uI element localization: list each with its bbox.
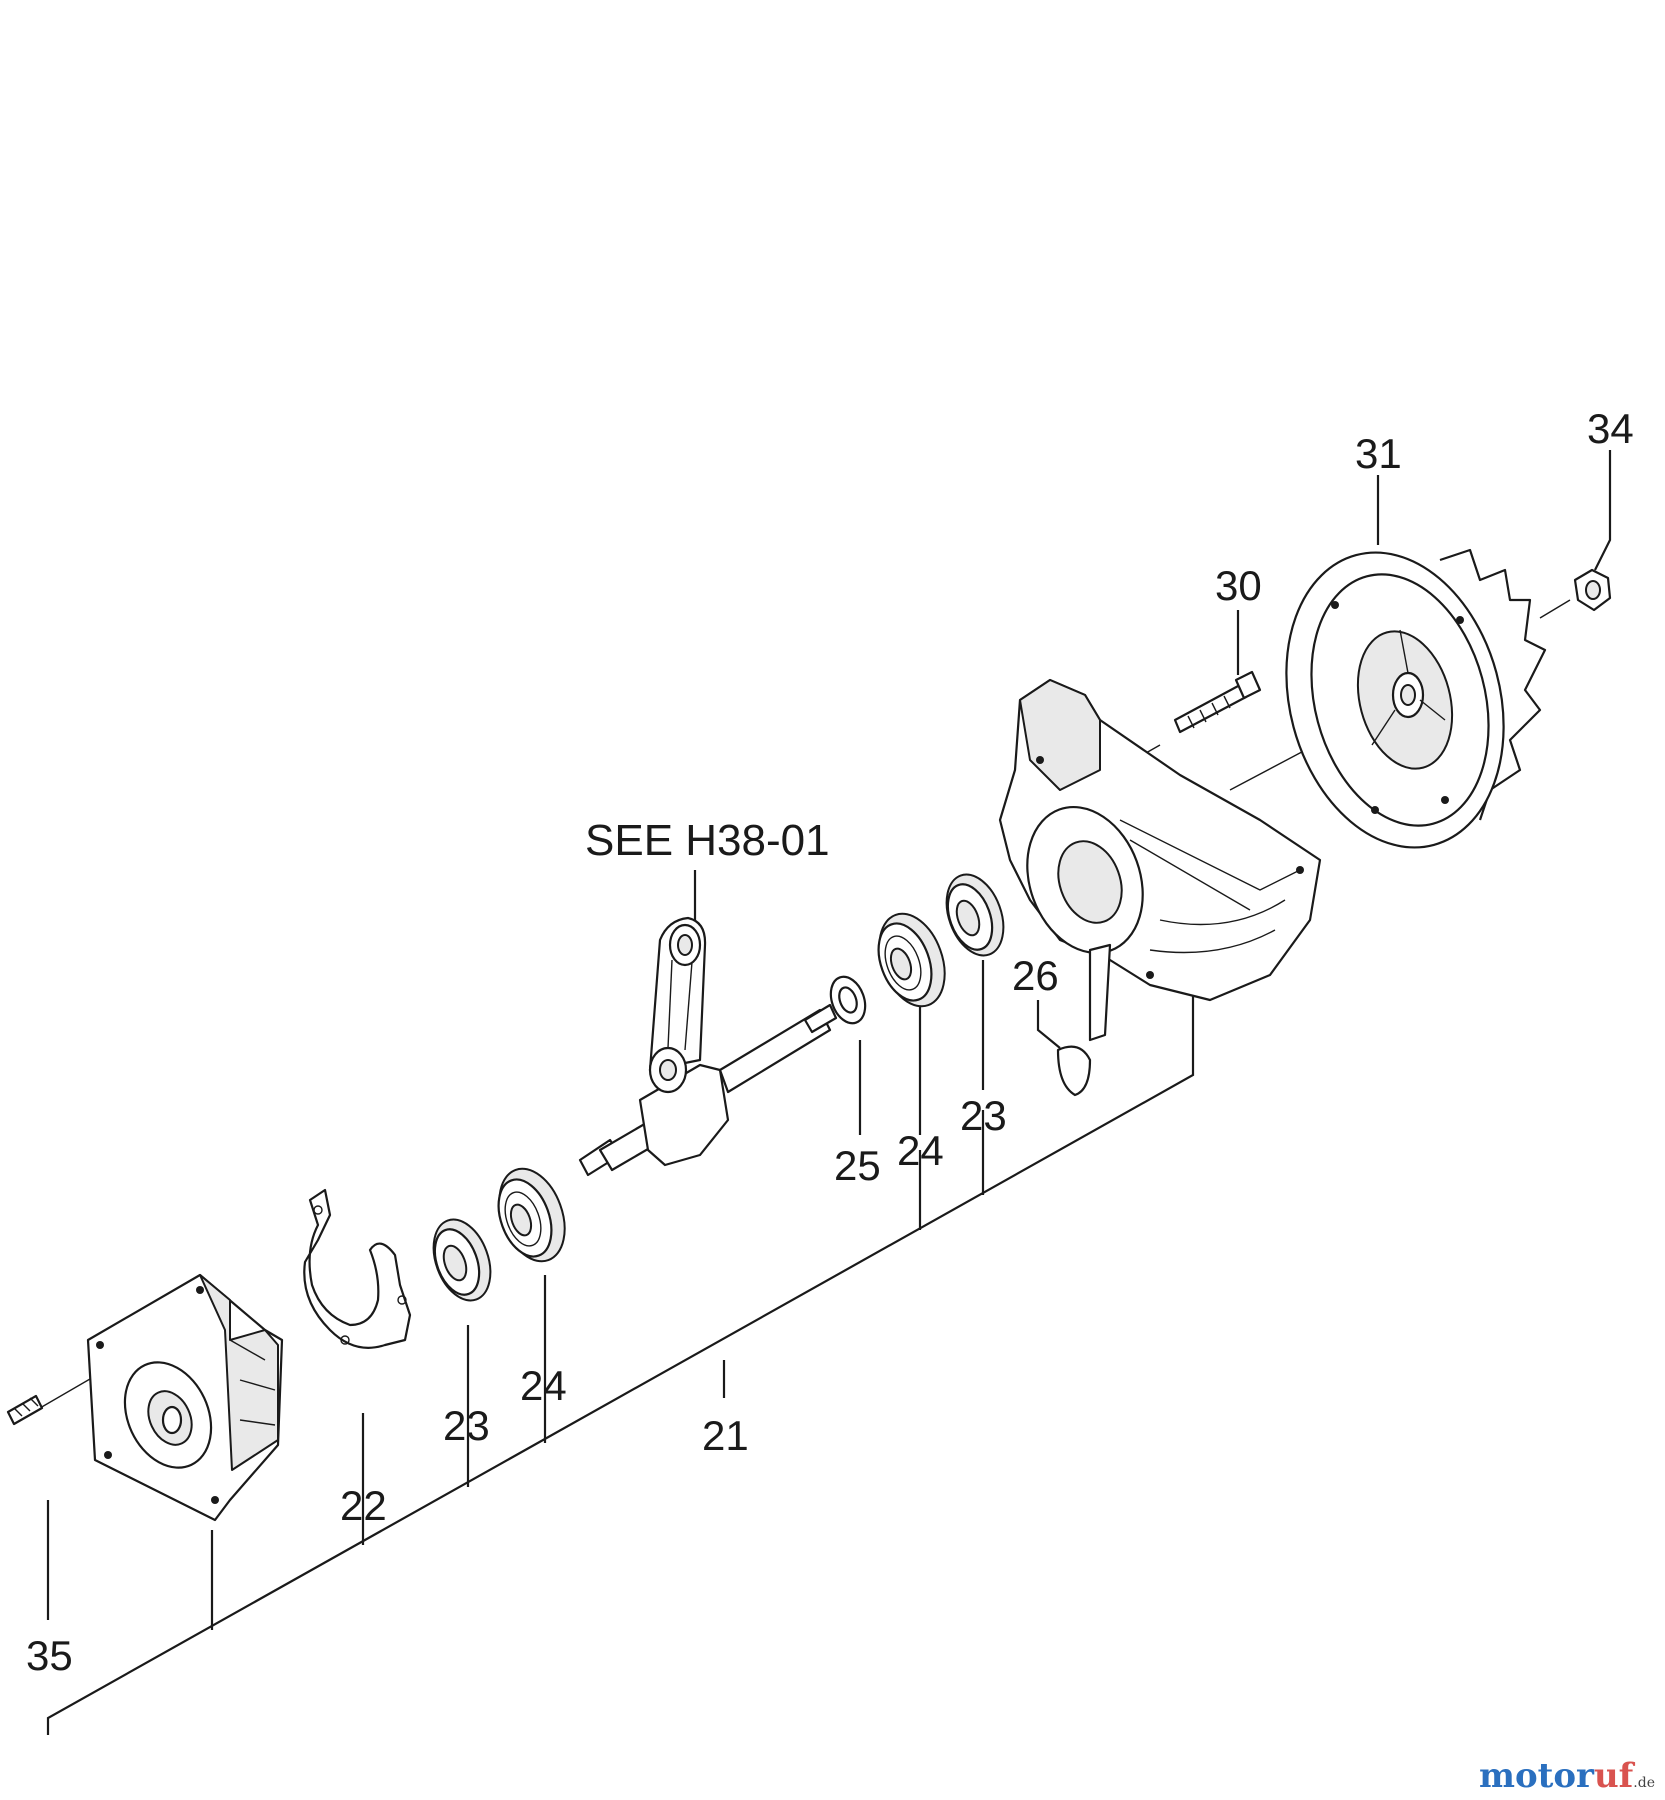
part-26-plug	[1056, 1045, 1092, 1097]
callout-35: 35	[26, 1632, 73, 1679]
callout-22: 22	[340, 1482, 387, 1529]
callout-30: 30	[1215, 562, 1262, 609]
callout-21: 21	[702, 1412, 749, 1459]
part-34-nut	[1573, 568, 1612, 612]
callout-31: 31	[1355, 430, 1402, 477]
reference-label: SEE H38-01	[585, 816, 830, 865]
part-35-stud	[6, 1394, 44, 1426]
part-24-bearing-lower	[497, 1167, 566, 1263]
motoruf-logo: motoruf.de	[1479, 1756, 1655, 1796]
callout-34: 34	[1587, 405, 1634, 452]
part-23-bearing-upper	[945, 873, 1005, 957]
part-23-bearing-lower	[432, 1218, 492, 1302]
part-31-flywheel	[1285, 548, 1547, 849]
callout-24-lower: 24	[520, 1362, 567, 1409]
part-22-gasket	[303, 1188, 412, 1349]
part-25-washer	[829, 975, 867, 1025]
logo-text-2: uf	[1593, 1756, 1634, 1796]
callout-23-lower: 23	[443, 1402, 490, 1449]
logo-suffix: .de	[1633, 1775, 1655, 1791]
part-30-screw	[1173, 670, 1262, 734]
part-24-bearing-upper	[877, 912, 946, 1008]
callout-23-upper: 23	[960, 1092, 1007, 1139]
callout-25: 25	[834, 1142, 881, 1189]
callout-26: 26	[1012, 952, 1059, 999]
callout-24-upper: 24	[897, 1127, 944, 1174]
crankcase-left	[86, 1273, 284, 1522]
crankcase-right	[998, 678, 1322, 1042]
callout-labels: SEE H38-01 21 22 23 23 24 24 25 26 30 31…	[26, 405, 1634, 1679]
logo-text-1: motor	[1478, 1756, 1594, 1796]
crankshaft-connecting-rod	[578, 916, 838, 1177]
